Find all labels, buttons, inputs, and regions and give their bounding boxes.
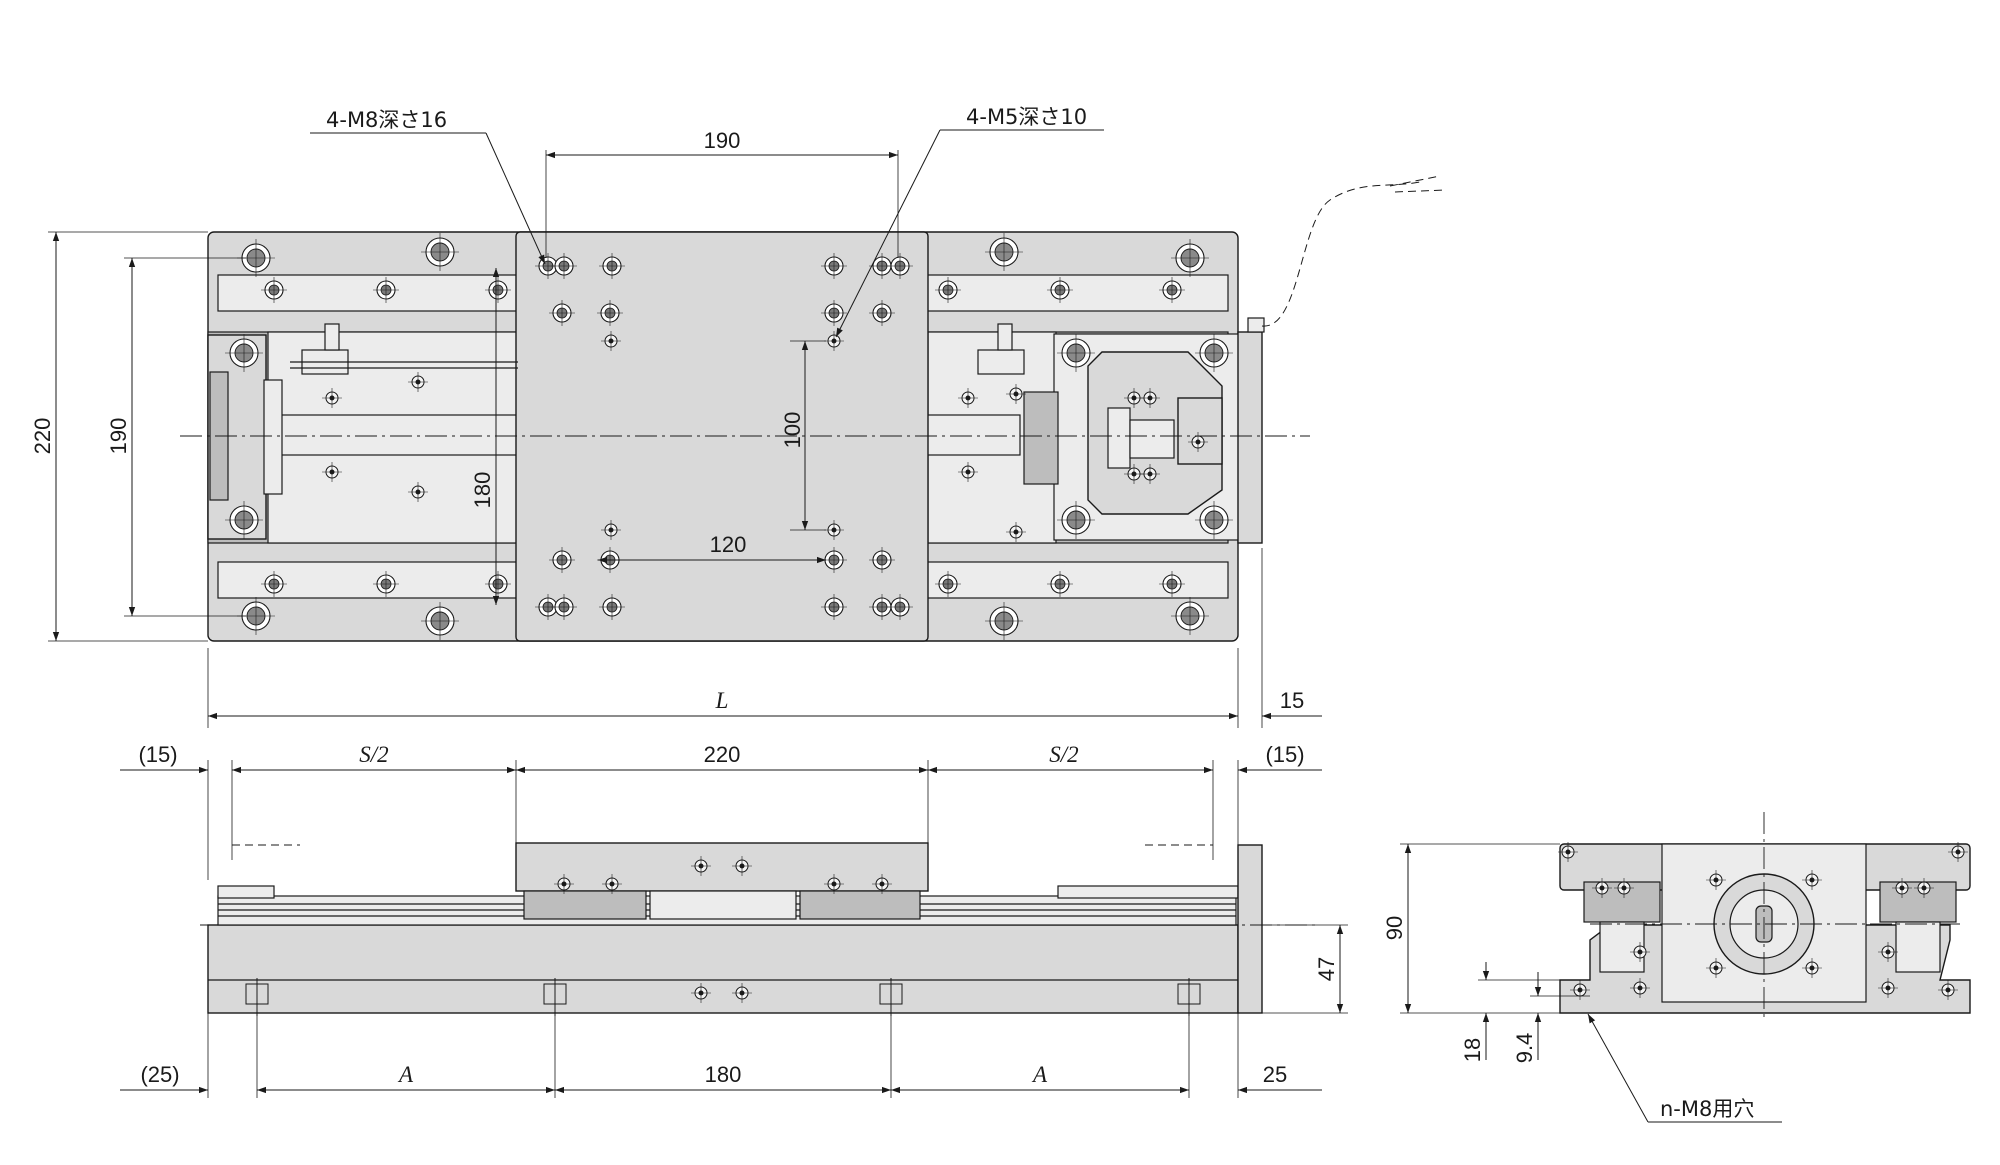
- dim-L: L: [715, 688, 729, 713]
- dim-47: 47: [1314, 957, 1339, 981]
- cable: [1261, 181, 1421, 327]
- leader-m8: 4-M8深さ16: [326, 108, 447, 132]
- side-base: [207, 924, 1239, 1014]
- dim-180-side: 180: [705, 1062, 742, 1087]
- dim-15-left: (15): [138, 742, 177, 767]
- side-view: (15) S/2 220 S/2 (15): [120, 742, 1348, 1098]
- side-end-plate: [1237, 844, 1263, 1014]
- dim-A-right: A: [1031, 1062, 1048, 1087]
- dim-18: 18: [1460, 1038, 1485, 1062]
- dim-90: 90: [1382, 916, 1407, 940]
- leader-n-m8: n-M8用穴: [1660, 1097, 1754, 1121]
- dim-A-left: A: [397, 1062, 414, 1087]
- dim-s2-right: S/2: [1049, 742, 1078, 767]
- dim-120: 120: [710, 532, 747, 557]
- dim-180: 180: [470, 472, 495, 509]
- dim-220-height: 220: [30, 418, 55, 455]
- side-table: [515, 842, 929, 892]
- dim-s2-left: S/2: [359, 742, 388, 767]
- end-view: 90 18 9.4 n-M8用穴: [1382, 812, 1971, 1123]
- dim-9-4: 9.4: [1512, 1033, 1537, 1064]
- moving-table: [515, 231, 929, 642]
- top-view: 190 4-M8深さ16 4-M5深さ10 220 190 180 100 12…: [30, 105, 1446, 728]
- dim-25-left: (25): [140, 1062, 179, 1087]
- right-end-plate: [1237, 331, 1263, 544]
- dim-100: 100: [780, 412, 805, 449]
- dim-220: 220: [704, 742, 741, 767]
- leader-m5: 4-M5深さ10: [966, 105, 1087, 129]
- dim-190-top: 190: [704, 128, 741, 153]
- dim-190-height: 190: [106, 418, 131, 455]
- dim-25-right: 25: [1263, 1062, 1287, 1087]
- dim-15-right: (15): [1265, 742, 1304, 767]
- dim-15: 15: [1280, 688, 1304, 713]
